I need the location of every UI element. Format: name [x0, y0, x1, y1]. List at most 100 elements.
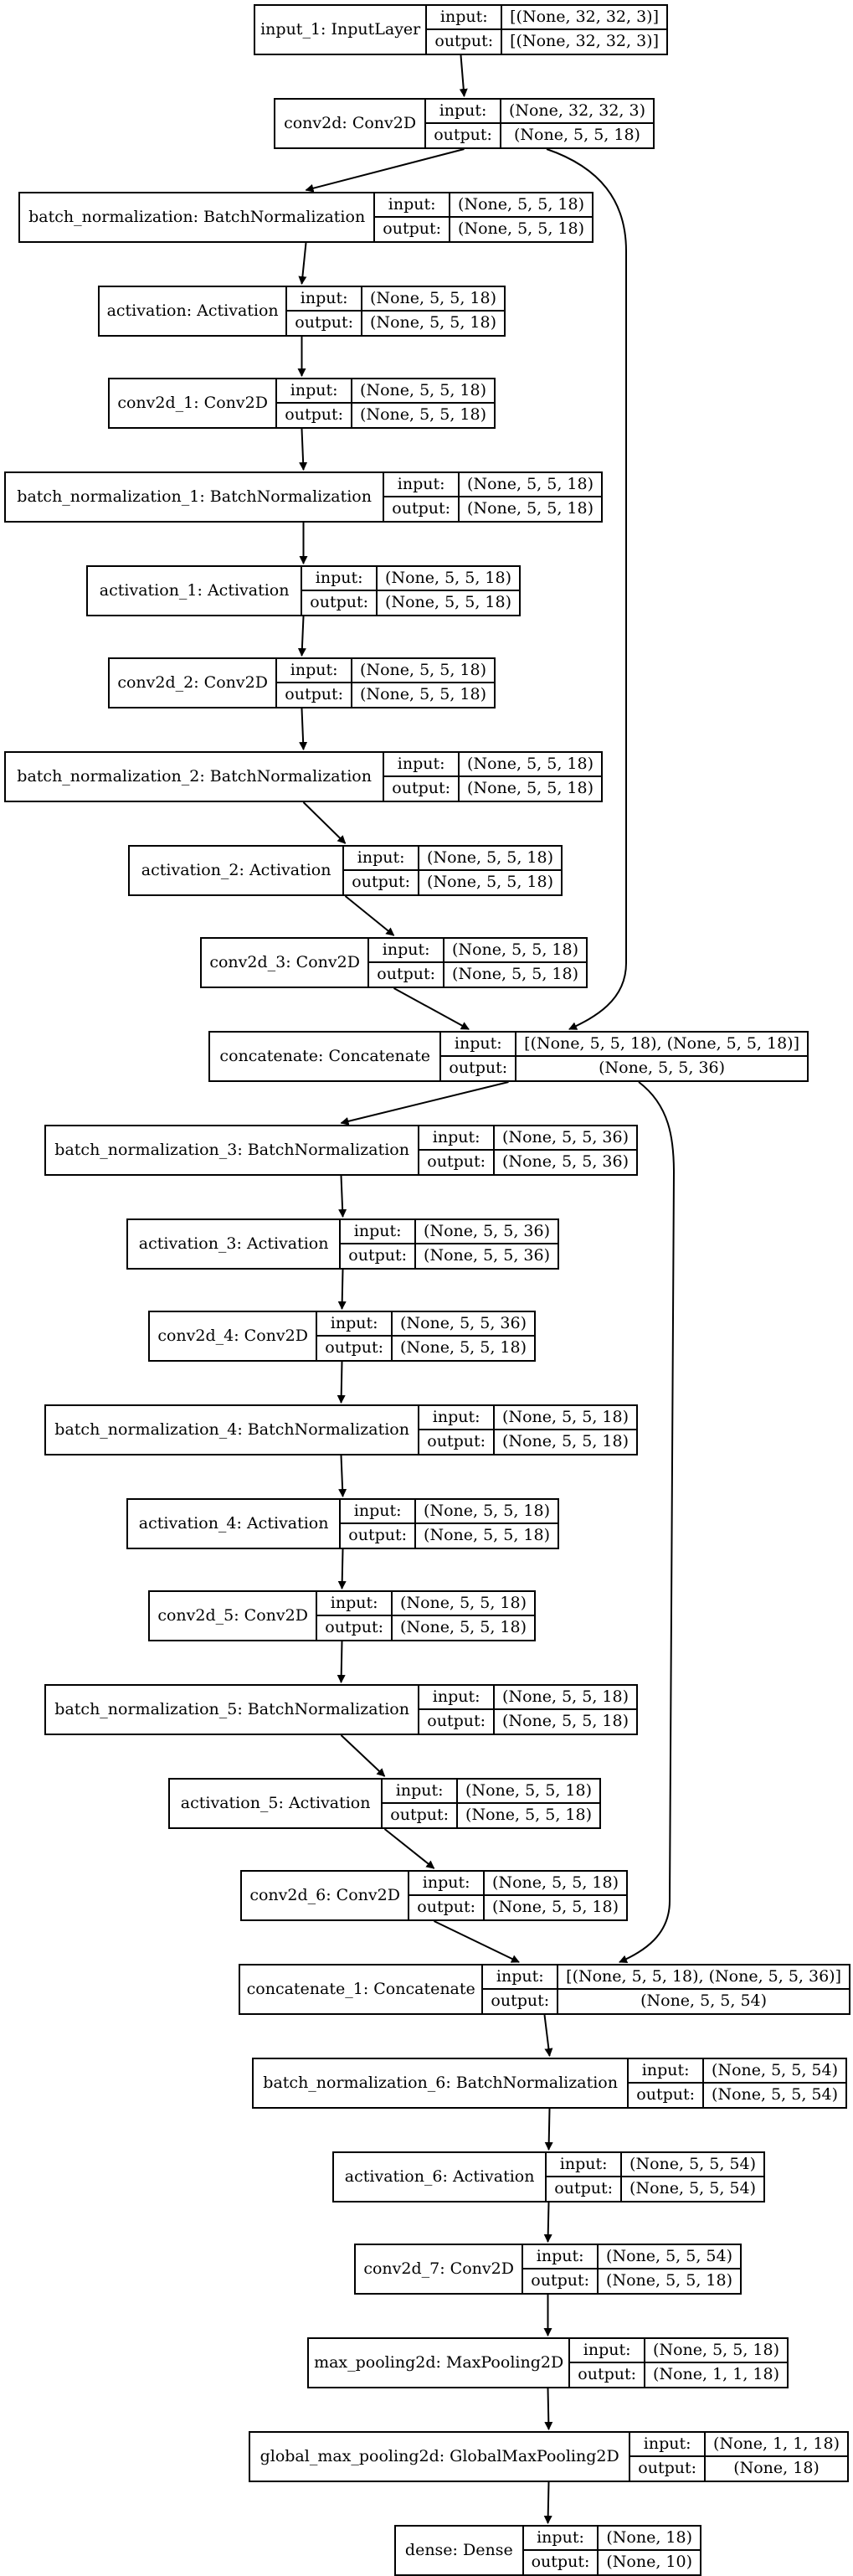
- output-shape: (None, 5, 5, 18): [606, 2271, 732, 2290]
- edge-batch-normalization-2-to-activation-2: [302, 801, 347, 844]
- output-shape: (None, 5, 5, 18): [492, 1898, 619, 1917]
- input-shape: (None, 5, 5, 36): [416, 1220, 558, 1244]
- input-label: input:: [570, 2339, 646, 2363]
- input-label: input:: [341, 1220, 417, 1244]
- layer-name: global_max_pooling2d: GlobalMaxPooling2D: [250, 2433, 631, 2481]
- output-shape: (None, 5, 5, 18): [400, 1338, 527, 1358]
- edge-activation-5-to-conv2d-6: [383, 1828, 435, 1869]
- output-label: output:: [523, 2269, 599, 2293]
- layer-name: dense: Dense: [396, 2527, 524, 2574]
- output-shape: (None, 5, 5, 18): [452, 965, 578, 984]
- shape-table: input:(None, 5, 5, 18)output:(None, 5, 5…: [419, 1406, 636, 1454]
- layer-name: conv2d_2: Conv2D: [110, 659, 278, 707]
- layer-name: batch_normalization_6: BatchNormalizatio…: [254, 2059, 629, 2107]
- edge-activation-3-to-conv2d-4: [337, 1269, 347, 1310]
- input-label: input:: [523, 2245, 599, 2269]
- input-shape: (None, 5, 5, 18): [352, 379, 494, 404]
- layer-node-batch-normalization-2: batch_normalization_2: BatchNormalizatio…: [4, 751, 603, 802]
- output-shape: (None, 5, 5, 18): [465, 1806, 592, 1825]
- output-label: output:: [384, 776, 460, 801]
- shape-table: input:[(None, 5, 5, 18), (None, 5, 5, 36…: [483, 1965, 849, 2013]
- input-label: input:: [317, 1312, 393, 1337]
- layer-name: activation_3: Activation: [128, 1220, 342, 1268]
- output-label: output:: [441, 1056, 517, 1080]
- output-label: output:: [302, 590, 378, 615]
- output-label: output:: [375, 217, 451, 241]
- input-label: input:: [302, 567, 378, 591]
- output-label: output:: [524, 2550, 599, 2574]
- shape-table: input:(None, 5, 5, 18)output:(None, 5, 5…: [277, 379, 494, 427]
- shape-table: input:(None, 1, 1, 18)output:(None, 18): [630, 2433, 847, 2481]
- input-label: input:: [523, 2527, 599, 2551]
- input-shape: (None, 5, 5, 18): [645, 2339, 787, 2363]
- input-shape: (None, 5, 5, 18): [450, 193, 592, 218]
- layer-name: activation_2: Activation: [130, 847, 345, 894]
- layer-node-batch-normalization-5: batch_normalization_5: BatchNormalizatio…: [44, 1684, 638, 1735]
- shape-table: input:(None, 5, 5, 36)output:(None, 5, 5…: [419, 1126, 636, 1174]
- layer-name: conv2d_3: Conv2D: [202, 939, 370, 987]
- layer-name: conv2d_6: Conv2D: [242, 1872, 410, 1919]
- input-shape: (None, 5, 5, 18): [378, 567, 519, 591]
- layer-name: batch_normalization_2: BatchNormalizatio…: [6, 753, 385, 801]
- input-shape: [(None, 32, 32, 3)]: [502, 6, 666, 30]
- shape-table: input:(None, 5, 5, 36)output:(None, 5, 5…: [341, 1220, 558, 1268]
- input-label: input:: [419, 1686, 496, 1710]
- input-shape: (None, 5, 5, 18): [485, 1872, 626, 1896]
- edge-conv2d-1-to-batch-normalization-1: [299, 428, 308, 471]
- input-shape: (None, 32, 32, 3): [501, 100, 653, 124]
- layer-name: activation_6: Activation: [334, 2153, 547, 2201]
- layer-node-batch-normalization-1: batch_normalization_1: BatchNormalizatio…: [4, 471, 603, 523]
- output-shape: (None, 1, 1, 18): [653, 2365, 779, 2384]
- shape-table: input:(None, 5, 5, 18)output:(None, 5, 5…: [384, 753, 601, 801]
- input-shape: (None, 5, 5, 36): [393, 1312, 534, 1337]
- layer-name: batch_normalization: BatchNormalization: [20, 193, 376, 241]
- output-shape: (None, 5, 5, 18): [458, 219, 584, 239]
- input-shape: (None, 5, 5, 18): [495, 1686, 636, 1710]
- output-label: output:: [383, 1803, 459, 1827]
- edge-batch-normalization-to-activation: [298, 242, 307, 285]
- input-label: input:: [277, 659, 353, 683]
- input-shape: (None, 5, 5, 54): [599, 2245, 740, 2269]
- output-label: output:: [547, 2177, 623, 2201]
- layer-name: conv2d_4: Conv2D: [150, 1312, 318, 1360]
- input-label: input:: [383, 1780, 459, 1804]
- input-label: input:: [375, 193, 451, 218]
- output-shape: (None, 5, 5, 54): [640, 1991, 768, 2011]
- shape-table: input:(None, 5, 5, 36)output:(None, 5, 5…: [317, 1312, 534, 1360]
- output-label: output:: [277, 683, 353, 707]
- shape-table: input:(None, 5, 5, 18)output:(None, 5, 5…: [409, 1872, 626, 1919]
- layer-name: conv2d_7: Conv2D: [356, 2245, 524, 2293]
- layer-node-batch-normalization-6: batch_normalization_6: BatchNormalizatio…: [252, 2058, 847, 2109]
- layer-name: concatenate_1: Concatenate: [240, 1965, 484, 2013]
- input-label: input:: [441, 1033, 517, 1057]
- input-shape: (None, 5, 5, 36): [495, 1126, 636, 1151]
- layer-name: conv2d: Conv2D: [275, 100, 427, 147]
- layer-name: conv2d_1: Conv2D: [110, 379, 278, 427]
- edge-batch-normalization-4-to-activation-4: [338, 1455, 347, 1497]
- output-label: output:: [483, 1989, 559, 2013]
- output-label: output:: [277, 403, 353, 427]
- input-shape: [(None, 5, 5, 18), (None, 5, 5, 18)]: [516, 1033, 807, 1057]
- shape-table: input:(None, 32, 32, 3)output:(None, 5, …: [426, 100, 653, 147]
- input-label: input:: [369, 939, 445, 963]
- output-label: output:: [419, 1150, 496, 1174]
- layer-name: batch_normalization_4: BatchNormalizatio…: [46, 1406, 420, 1454]
- input-label: input:: [384, 753, 460, 777]
- output-shape: (None, 5, 5, 54): [629, 2179, 756, 2198]
- input-label: input:: [419, 1126, 496, 1151]
- output-shape: (None, 5, 5, 18): [385, 593, 511, 612]
- output-shape: [(None, 32, 32, 3)]: [510, 32, 659, 51]
- shape-table: input:(None, 5, 5, 54)output: (None, 5, 5…: [523, 2245, 740, 2293]
- edge-activation-6-to-conv2d-7: [543, 2202, 552, 2243]
- edge-activation-4-to-conv2d-5: [337, 1548, 347, 1589]
- input-shape: [(None, 5, 5, 18), (None, 5, 5, 36)]: [558, 1965, 849, 1990]
